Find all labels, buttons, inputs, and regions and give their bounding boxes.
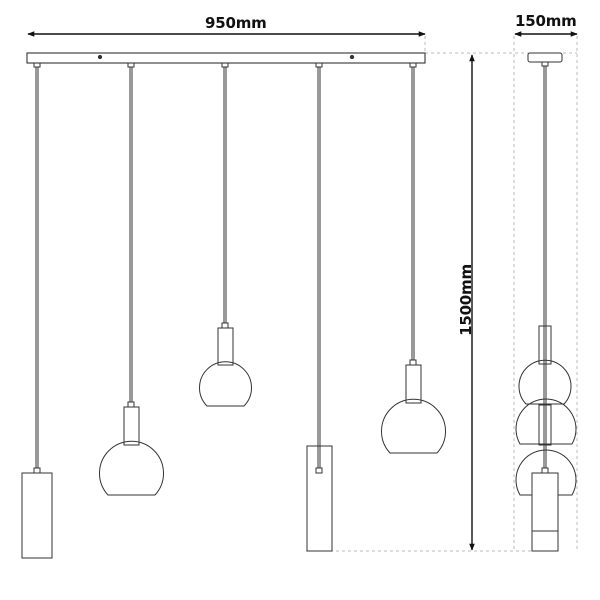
canopy-bar xyxy=(26,52,426,64)
width-dimension-label: 950mm xyxy=(205,14,267,32)
pendant-2-globe xyxy=(99,62,164,496)
pendant-1-cylinder xyxy=(21,62,53,559)
pendant-5-globe xyxy=(381,62,446,454)
side-view xyxy=(515,52,577,552)
pendant-3-globe xyxy=(199,62,252,407)
height-dimension-label: 1500mm xyxy=(457,264,475,336)
depth-dimension-line xyxy=(513,31,578,552)
pendant-4-cylinder xyxy=(306,62,333,552)
depth-dimension-label: 150mm xyxy=(515,12,577,30)
width-dimension-line xyxy=(27,31,426,53)
